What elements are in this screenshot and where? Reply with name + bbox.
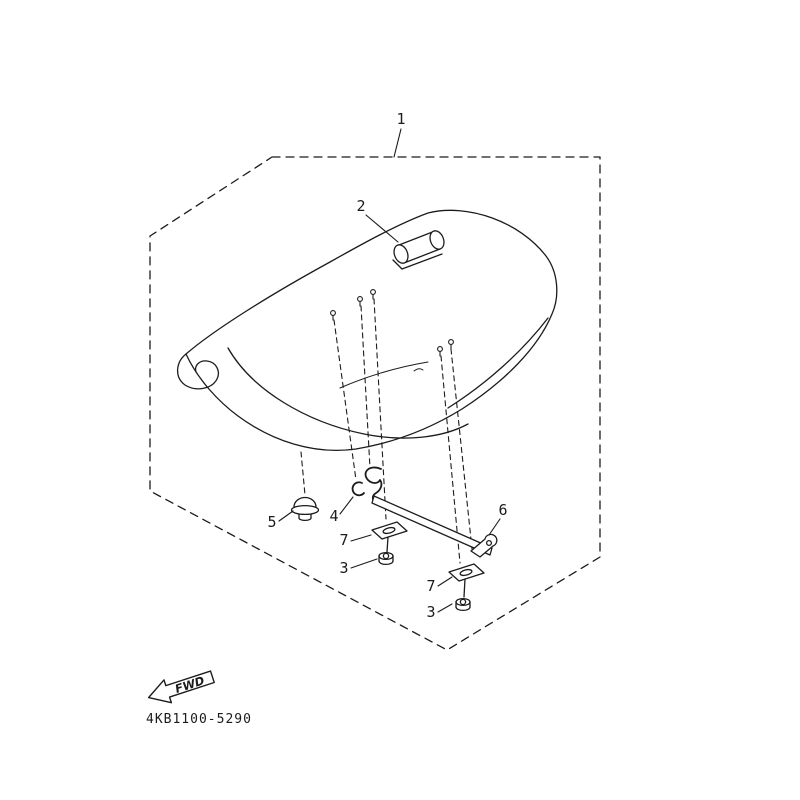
callout-3-right: 3 (426, 603, 435, 621)
roller-part (392, 230, 445, 270)
projection-lines (300, 298, 473, 564)
callout-labels: 1 2 5 4 7 3 6 7 3 (267, 110, 507, 621)
part-number: 4KB1100-5290 (146, 712, 252, 727)
bracket-bar-part (371, 495, 493, 556)
latch-part (470, 533, 498, 558)
seat-side-contour (227, 347, 469, 439)
seat-crease-line (339, 361, 429, 389)
leader-1 (393, 128, 402, 158)
callout-7-left: 7 (339, 531, 348, 549)
leader-5 (278, 510, 294, 522)
seat-surface-mark (413, 368, 424, 372)
leader-3-left (350, 558, 378, 569)
seat-studs (330, 289, 454, 357)
leader-7-right (437, 576, 453, 587)
callout-6: 6 (498, 501, 507, 519)
callout-3-left: 3 (339, 559, 348, 577)
flange-nut-left (378, 551, 394, 566)
clip-part (351, 481, 365, 497)
seat-outline (185, 209, 558, 452)
callout-leader-lines (278, 128, 501, 613)
flange-nut-right (455, 597, 471, 612)
callout-1: 1 (396, 110, 405, 128)
leader-3-right (437, 603, 453, 613)
callout-4: 4 (329, 507, 338, 525)
dashed-boundary (149, 156, 601, 651)
callout-5: 5 (267, 513, 276, 531)
seat-body (176, 209, 558, 452)
callout-7-right: 7 (426, 577, 435, 595)
fwd-label: FWD (173, 673, 206, 696)
leader-6 (488, 518, 501, 536)
fwd-arrow-icon: FWD (147, 670, 215, 704)
bracket-plate-right (448, 563, 485, 598)
seat-nose-curl (176, 353, 220, 390)
damper-part (290, 496, 320, 522)
leader-4 (339, 496, 354, 515)
callout-2: 2 (356, 197, 365, 215)
leader-2 (365, 214, 399, 243)
leader-7-left (350, 534, 372, 542)
bracket-plate-left (371, 521, 408, 553)
seat-rear-contour (447, 317, 549, 409)
